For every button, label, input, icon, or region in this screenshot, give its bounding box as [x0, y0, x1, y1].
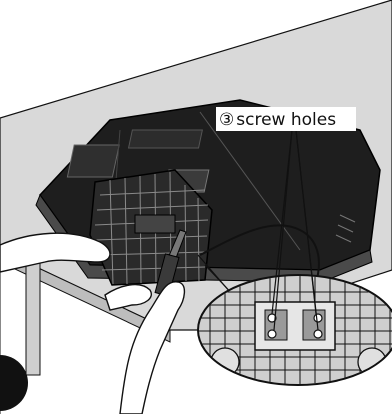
magnified-inset [197, 274, 392, 386]
tv-back-panel-3 [127, 129, 203, 149]
screw-hole-4 [313, 329, 323, 339]
tv-stand [89, 169, 213, 286]
callout-label-bg [216, 107, 356, 131]
corner-marker [0, 355, 28, 411]
callout-number: ③ [219, 110, 234, 130]
hands [0, 232, 186, 414]
screwdriver [154, 229, 187, 297]
screw-hole-3 [313, 313, 323, 323]
callout-leaders [271, 129, 319, 331]
tv-vent [335, 214, 356, 243]
screw-holes [267, 313, 323, 339]
tv-back-panel-1 [66, 144, 120, 178]
screw-hole-2 [267, 329, 277, 339]
table-leg [25, 254, 41, 376]
callout-text: screw holes [236, 110, 336, 130]
